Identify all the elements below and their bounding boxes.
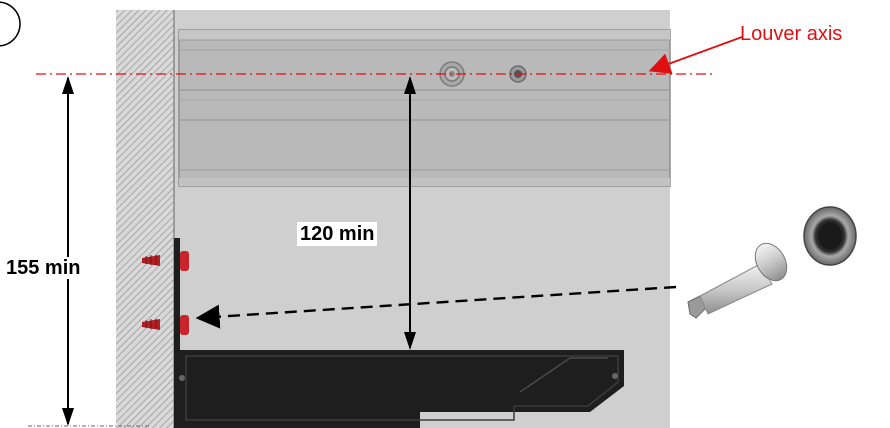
dimension-155 bbox=[62, 76, 74, 426]
louver-profile bbox=[178, 29, 671, 187]
wall-screw-upper-icon bbox=[142, 251, 189, 271]
dimension-120-label: 120 min bbox=[297, 222, 378, 246]
dimension-120 bbox=[404, 76, 416, 350]
assembly-dashed-arrow bbox=[195, 285, 677, 329]
dimension-155-label: 155 min bbox=[4, 257, 83, 279]
wall-section bbox=[116, 10, 174, 428]
pivot-pin-icon bbox=[687, 242, 788, 319]
wall-screw-lower-icon bbox=[142, 315, 189, 335]
washer-icon bbox=[803, 206, 857, 266]
louver-axis-label: Louver axis bbox=[740, 23, 843, 45]
mounting-bracket bbox=[174, 238, 624, 428]
step-number-circle bbox=[0, 1, 21, 47]
louver-axis-pointer bbox=[648, 36, 743, 74]
